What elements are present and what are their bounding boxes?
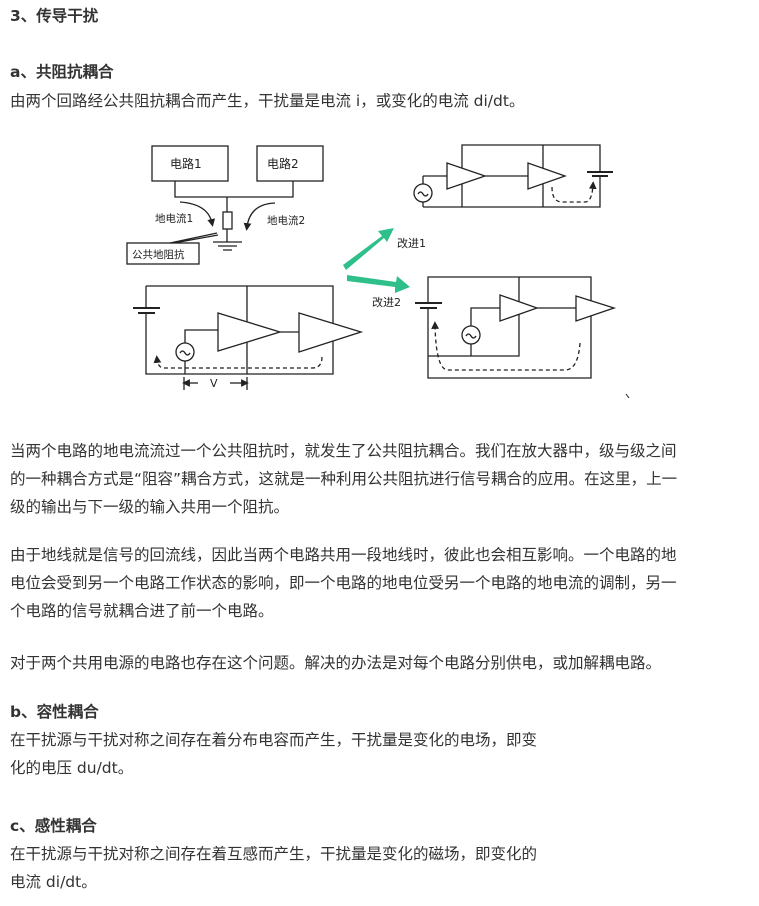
improve1-label: 改进1 [397,236,426,250]
voltage-label: V [210,377,218,390]
ground-symbol [213,241,242,251]
text-line: 级的输出与下一级的输入共用一个阻抗。 [10,498,290,516]
text-line: 的一种耦合方式是“阻容”耦合方式，这就是一种利用公共阻抗进行信号耦合的应用。在这… [10,470,678,488]
improved-circuit1 [413,144,613,208]
arrow-improve1 [343,228,394,270]
heading-capacitive-coupling: b、容性耦合 [10,703,99,721]
heading-inductive-coupling: c、感性耦合 [10,817,97,835]
paragraph-3: 对于两个共用电源的电路也存在这个问题。解决的办法是对每个电路分别供电，或加解耦电… [10,654,662,672]
improve2-label: 改进2 [372,295,401,309]
improvement-arrows: 改进1 改进2 [343,228,426,309]
text-line: 个电路的信号就耦合进了前一个电路。 [10,602,274,620]
ground-current2-label: 地电流2 [267,214,305,227]
text-line: 在干扰源与干扰对称之间存在着分布电容而产生，干扰量是变化的电场，即变 [10,731,538,749]
text-line: 化的电压 du/dt。 [10,759,134,777]
section-title: 3、传导干扰 [10,7,99,25]
intro-text: 由两个回路经公共阻抗耦合而产生，干扰量是电流 i，或变化的电流 di/dt。 [10,92,525,110]
text-line: 当两个电路的地电流流过一个公共阻抗时，就发生了公共阻抗耦合。我们在放大器中，级与… [10,442,677,460]
ground-current1-label: 地电流1 [155,212,193,225]
paragraph-2: 由于地线就是信号的回流线，因此当两个电路共用一段地线时，彼此也会相互影响。一个电… [10,541,677,625]
coupling-diagram: 电路1 电路2 地电流1 地电流2 公共地阻抗 V [126,144,630,399]
inductive-text: 在干扰源与干扰对称之间存在着互感而产生，干扰量是变化的磁场，即变化的 电流 di… [10,840,537,896]
amplifier2 [298,312,364,353]
circuit2-box [256,145,324,182]
improved-circuit2 [415,276,617,379]
original-circuit: V [133,285,364,390]
text-line: 在干扰源与干扰对称之间存在着互感而产生，干扰量是变化的磁场，即变化的 [10,845,538,863]
circuit1-label: 电路1 [170,156,202,171]
arrow-improve2 [347,275,410,293]
text-line: 电位会受到另一个电路工作状态的影响，即一个电路的地电位受另一个电路的地电流的调制… [10,574,677,592]
heading-common-impedance: a、共阻抗耦合 [10,63,114,81]
common-ground-impedance-label: 公共地阻抗 [132,248,185,261]
capacitive-text: 在干扰源与干扰对称之间存在着分布电容而产生，干扰量是变化的电场，即变 化的电压 … [10,726,537,782]
circuit1-box [151,145,229,182]
resistor [222,211,233,230]
common-impedance-schematic: 电路1 电路2 地电流1 地电流2 公共地阻抗 [126,145,324,265]
paragraph-1: 当两个电路的地电流流过一个公共阻抗时，就发生了公共阻抗耦合。我们在放大器中，级与… [10,437,677,521]
circuit2-label: 电路2 [267,156,299,171]
text-line: 由于地线就是信号的回流线，因此当两个电路共用一段地线时，彼此也会相互影响。一个电… [10,546,677,564]
text-line: 电流 di/dt。 [10,873,97,891]
amplifier1 [217,312,283,352]
